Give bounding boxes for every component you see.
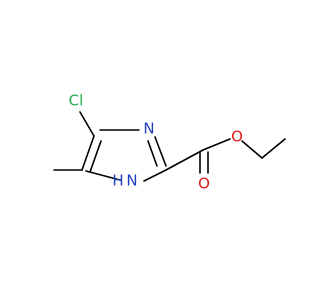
bond-c-oester	[202, 138, 231, 151]
atom-cl: Cl	[69, 92, 84, 110]
bond-c4-cl	[79, 111, 95, 137]
bond-c2-n1	[143, 169, 167, 182]
atom-n1: N	[126, 172, 137, 190]
molecule-svg: Cl N N H O O	[53, 92, 286, 193]
bond-c2-carboxyl	[165, 149, 204, 171]
atom-labels: Cl N N H O O	[69, 92, 243, 193]
atom-o-ester: O	[231, 128, 243, 146]
bond-n3-c2	[154, 136, 167, 167]
bond-oester-ch2	[241, 140, 263, 159]
bond-n3-c2-double	[147, 140, 158, 167]
bonds	[53, 111, 286, 182]
atom-o-carbonyl: O	[198, 175, 210, 193]
bond-c4-c5	[81, 135, 95, 171]
atom-h1: H	[112, 172, 123, 190]
structure-diagram: Cl N N H O O	[53, 91, 286, 193]
bond-n1-c5	[85, 170, 121, 181]
atom-n3: N	[143, 120, 154, 138]
bond-ch2-ch3	[261, 138, 286, 159]
bond-c4-c5-double	[89, 140, 102, 173]
